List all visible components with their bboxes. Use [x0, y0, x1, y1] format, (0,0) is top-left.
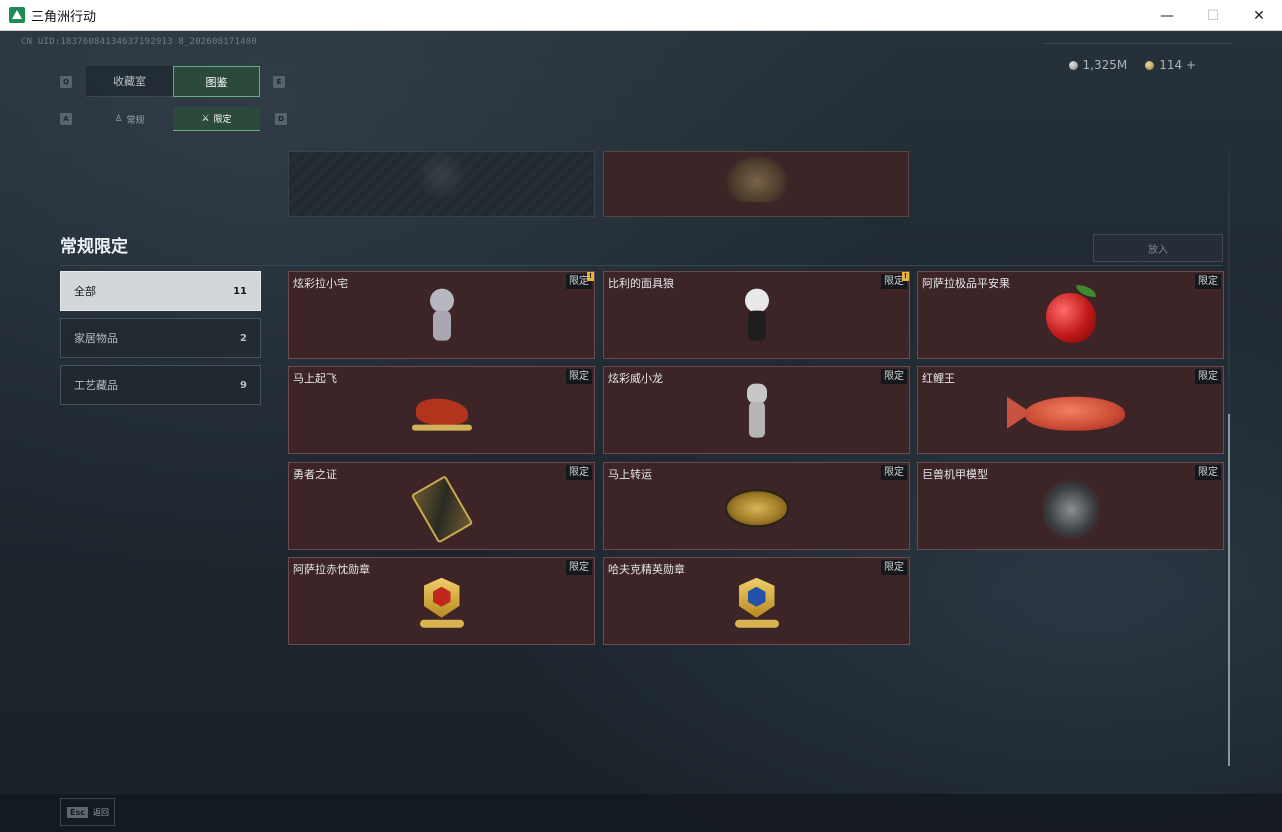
fortune-wheel-icon — [724, 489, 789, 528]
gauntlet-item-icon — [727, 156, 787, 202]
item-card[interactable]: 勇者之证 限定 — [288, 462, 595, 550]
item-name: 巨兽机甲模型 — [922, 468, 988, 481]
gold-currency[interactable]: 114 + — [1145, 58, 1196, 72]
item-card[interactable]: 比利的面具狼 限定 ! — [603, 271, 910, 359]
item-name: 比利的面具狼 — [608, 277, 674, 290]
filter-home-items-count: 2 — [240, 332, 247, 344]
silver-currency: 1,325M — [1068, 58, 1128, 72]
limited-tag: 限定 — [881, 369, 907, 384]
key-hint-e: E — [273, 76, 285, 88]
bottom-bar — [0, 794, 1282, 832]
limited-tag: 限定 — [881, 560, 907, 575]
filter-crafts-count: 9 — [240, 379, 247, 391]
window-title: 三角洲行动 — [31, 9, 97, 25]
window-controls: — ☐ ✕ — [1144, 0, 1282, 31]
back-button[interactable]: Esc 返回 — [60, 798, 115, 826]
previous-item-card[interactable] — [603, 151, 909, 217]
item-card[interactable]: 红鲤王 限定 — [917, 366, 1224, 454]
rocking-horse-icon — [410, 391, 474, 435]
limited-tag: 限定 — [1195, 465, 1221, 480]
tab-collection-room[interactable]: 收藏室 — [86, 66, 173, 97]
silver-amount: 1,325M — [1082, 58, 1128, 72]
limited-tag: 限定 — [881, 274, 907, 289]
subtab-regular-label: 常规 — [126, 115, 145, 126]
limited-tag: 限定 — [566, 465, 592, 480]
filter-crafts[interactable]: 工艺藏品 9 — [60, 365, 261, 405]
limited-tag: 限定 — [1195, 274, 1221, 289]
game-stage: CN UID:18376084134637192913 8_2026081714… — [0, 31, 1282, 832]
sub-tabs: ♙ 常规 ⚔ 限定 — [86, 107, 260, 131]
key-hint-a: A — [60, 113, 72, 125]
limited-tag: 限定 — [566, 369, 592, 384]
header-divider — [1042, 43, 1232, 44]
item-card[interactable]: 阿萨拉极品平安果 限定 — [917, 271, 1224, 359]
section-divider — [60, 265, 1222, 266]
blue-medal-icon — [734, 574, 779, 636]
gold-coin-icon — [1145, 60, 1155, 70]
main-tabs: 收藏室 图鉴 — [86, 66, 260, 97]
item-name: 炫彩拉小宅 — [293, 277, 348, 290]
subtab-limited-label: 限定 — [213, 115, 232, 125]
filter-home-items-label: 家居物品 — [74, 332, 118, 345]
app-logo-icon — [9, 7, 25, 23]
item-name: 勇者之证 — [293, 468, 337, 481]
item-card[interactable]: 哈夫克精英勋章 限定 — [603, 557, 910, 645]
limited-tag: 限定 — [566, 560, 592, 575]
red-medal-icon — [419, 574, 464, 636]
limited-tag: 限定 — [881, 465, 907, 480]
item-card[interactable]: 马上转运 限定 — [603, 462, 910, 550]
filter-home-items[interactable]: 家居物品 2 — [60, 318, 261, 358]
filter-all-count: 11 — [233, 285, 247, 297]
subtab-regular[interactable]: ♙ 常规 — [86, 107, 173, 131]
section-title: 常规限定 — [60, 237, 128, 257]
filter-all-label: 全部 — [74, 285, 96, 298]
minimize-button[interactable]: — — [1160, 7, 1174, 24]
doll-icon — [427, 288, 457, 349]
item-name: 哈夫克精英勋章 — [608, 563, 685, 576]
key-hint-q: Q — [60, 76, 72, 88]
item-name: 马上转运 — [608, 468, 652, 481]
mask-doll-icon — [742, 288, 772, 349]
filter-crafts-label: 工艺藏品 — [74, 379, 118, 392]
silver-coin-icon — [1068, 60, 1078, 70]
esc-key-icon: Esc — [67, 806, 88, 818]
filter-all[interactable]: 全部 11 — [60, 271, 261, 311]
limited-tag: 限定 — [1195, 369, 1221, 384]
mech-model-icon — [1042, 478, 1099, 541]
badge-card-icon — [410, 475, 473, 544]
limited-icon: ⚔ — [201, 113, 210, 124]
currency-bar: 1,325M 114 + — [1068, 58, 1196, 72]
gold-amount: 114 + — [1159, 58, 1196, 72]
scrollbar-thumb[interactable] — [1228, 414, 1230, 766]
item-name: 阿萨拉极品平安果 — [922, 277, 1010, 290]
carp-fish-icon — [1006, 391, 1135, 435]
dragon-figure-icon — [745, 383, 769, 444]
item-card[interactable]: 阿萨拉赤忱勋章 限定 — [288, 557, 595, 645]
tab-codex[interactable]: 图鉴 — [173, 66, 260, 97]
place-button[interactable]: 放入 — [1093, 234, 1223, 262]
apple-icon — [1045, 285, 1096, 343]
item-name: 马上起飞 — [293, 372, 337, 385]
item-name: 红鲤王 — [922, 372, 955, 385]
locked-emblem-icon — [413, 152, 471, 198]
close-button[interactable]: ✕ — [1253, 7, 1265, 24]
trophy-icon: ♙ — [114, 114, 123, 124]
new-alert-icon: ! — [902, 272, 909, 281]
item-name: 炫彩威小龙 — [608, 372, 663, 385]
item-card[interactable]: 巨兽机甲模型 限定 — [917, 462, 1224, 550]
player-uid: CN UID:18376084134637192913 8_2026081714… — [21, 37, 257, 47]
subtab-limited[interactable]: ⚔ 限定 — [173, 107, 260, 131]
item-card[interactable]: 炫彩拉小宅 限定 ! — [288, 271, 595, 359]
locked-item-card[interactable] — [288, 151, 595, 217]
limited-tag: 限定 — [566, 274, 592, 289]
back-label: 返回 — [92, 807, 109, 817]
item-card[interactable]: 炫彩威小龙 限定 — [603, 366, 910, 454]
key-hint-d: D — [275, 113, 287, 125]
item-name: 阿萨拉赤忱勋章 — [293, 563, 370, 576]
window-titlebar: 三角洲行动 — ☐ ✕ — [0, 0, 1282, 31]
item-card[interactable]: 马上起飞 限定 — [288, 366, 595, 454]
new-alert-icon: ! — [587, 272, 594, 281]
maximize-button[interactable]: ☐ — [1206, 7, 1220, 24]
